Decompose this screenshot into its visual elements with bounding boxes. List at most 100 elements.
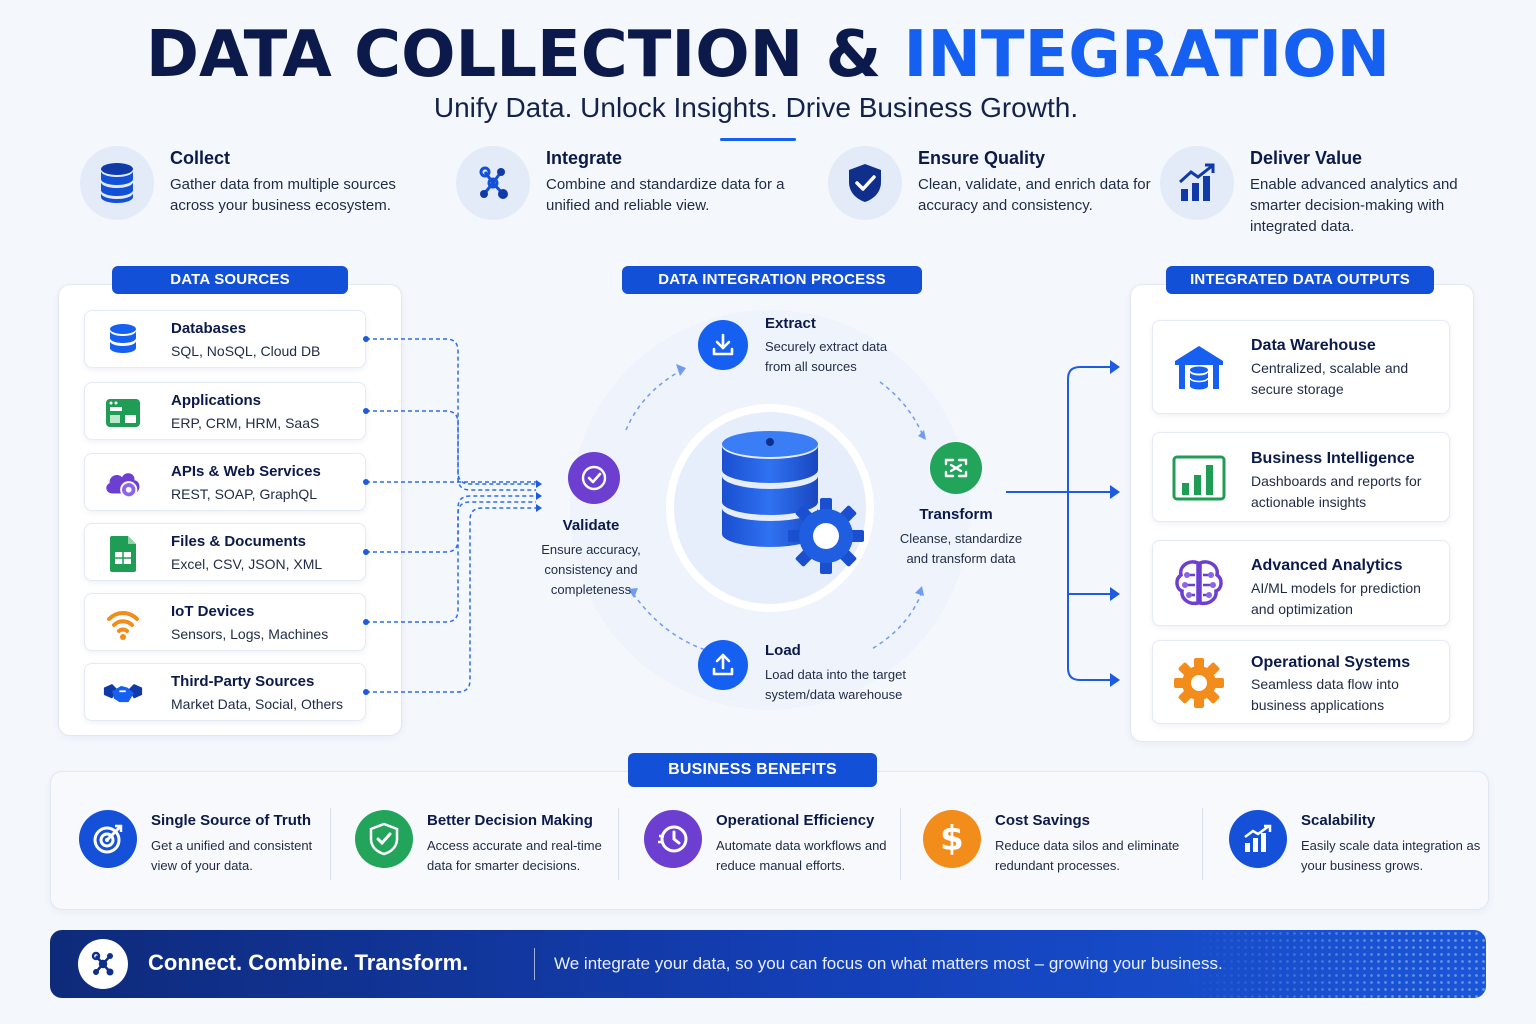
benefit-single-source: Single Source of Truth Get a unified and… xyxy=(79,808,329,888)
benefit-title: Single Source of Truth xyxy=(151,812,312,829)
output-title: Data Warehouse xyxy=(1251,337,1376,354)
benefit-title: Scalability xyxy=(1301,812,1376,829)
dollar-icon: $ xyxy=(923,810,981,868)
benefit-desc: Easily scale data integration as your bu… xyxy=(1301,838,1481,873)
wifi-signal-icon xyxy=(103,604,143,644)
process-label: DATA INTEGRATION PROCESS xyxy=(622,266,922,294)
target-icon xyxy=(79,810,137,868)
cloud-gear-icon xyxy=(103,464,143,504)
bar-chart-icon xyxy=(1171,450,1227,506)
pillar-title: Integrate xyxy=(546,148,623,168)
page-title: DATA COLLECTION & INTEGRATION xyxy=(0,18,1536,92)
benefit-operational-efficiency: Operational Efficiency Automate data wor… xyxy=(644,808,899,888)
source-title: Third-Party Sources xyxy=(171,673,315,690)
step-extract-desc: Securely extract data from all sources xyxy=(765,337,887,377)
pillar-title: Ensure Quality xyxy=(918,148,1046,168)
download-icon xyxy=(698,320,748,370)
source-title: Databases xyxy=(171,320,247,337)
network-nodes-icon xyxy=(78,939,128,989)
transform-icon xyxy=(930,442,982,494)
benefit-desc: Access accurate and real-time data for s… xyxy=(427,838,602,873)
pillar-deliver-value: Deliver Value Enable advanced analytics … xyxy=(1160,146,1520,246)
shield-check-icon xyxy=(828,146,902,220)
output-desc: AI/ML models for prediction and optimiza… xyxy=(1251,580,1421,617)
pillar-desc: Clean, validate, and enrich data for acc… xyxy=(918,176,1151,214)
growth-chart-icon xyxy=(1160,146,1234,220)
title-accent: INTEGRATION xyxy=(903,18,1391,92)
benefit-better-decisions: Better Decision Making Access accurate a… xyxy=(355,808,615,888)
output-card-operational-systems: Operational Systems Seamless data flow i… xyxy=(1152,640,1450,724)
footer-message: We integrate your data, so you can focus… xyxy=(554,954,1223,973)
step-desc-line: Cleanse, standardize xyxy=(899,531,1023,546)
step-desc-line: Securely extract data xyxy=(765,339,888,354)
step-validate-title: Validate xyxy=(562,517,620,534)
page-subtitle: Unify Data. Unlock Insights. Drive Busin… xyxy=(433,92,1079,123)
benefits-label: BUSINESS BENEFITS xyxy=(628,753,877,787)
pillar-integrate: Integrate Combine and standardize data f… xyxy=(456,146,816,246)
benefit-scalability: Scalability Easily scale data integratio… xyxy=(1229,808,1481,888)
step-desc-line: consistency and xyxy=(544,562,638,577)
benefit-title: Cost Savings xyxy=(995,812,1091,829)
benefit-divider xyxy=(330,808,331,880)
source-card-apis: APIs & Web Services REST, SOAP, GraphQL xyxy=(84,453,366,511)
source-desc: REST, SOAP, GraphQL xyxy=(171,486,318,502)
step-transform-title: Transform xyxy=(919,506,993,523)
source-card-databases: Databases SQL, NoSQL, Cloud DB xyxy=(84,310,366,368)
footer-dot-pattern xyxy=(1186,930,1486,998)
benefit-title: Better Decision Making xyxy=(427,812,593,829)
source-desc: ERP, CRM, HRM, SaaS xyxy=(171,415,320,431)
network-nodes-icon xyxy=(456,146,530,220)
source-title: Files & Documents xyxy=(171,533,307,550)
benefit-divider xyxy=(618,808,619,880)
output-desc: Seamless data flow into business applica… xyxy=(1251,676,1399,713)
app-window-icon xyxy=(103,393,143,433)
benefit-cost-savings: $ Cost Savings Reduce data silos and eli… xyxy=(923,808,1198,888)
pillar-collect: Collect Gather data from multiple source… xyxy=(80,146,440,246)
gear-icon xyxy=(1171,655,1227,711)
database-icon xyxy=(103,321,143,361)
central-database-icon xyxy=(722,431,864,574)
pillar-ensure-quality: Ensure Quality Clean, validate, and enri… xyxy=(828,146,1188,246)
warehouse-icon xyxy=(1171,339,1227,395)
source-desc: SQL, NoSQL, Cloud DB xyxy=(171,343,321,359)
benefit-divider xyxy=(900,808,901,880)
handshake-icon xyxy=(103,674,143,714)
footer-tagline: Connect. Combine. Transform. xyxy=(148,950,469,975)
pillar-desc: Combine and standardize data for a unifi… xyxy=(546,176,785,214)
database-icon xyxy=(80,146,154,220)
benefit-desc: Reduce data silos and eliminate redundan… xyxy=(995,838,1180,873)
validate-check-icon xyxy=(568,452,620,504)
benefit-divider xyxy=(1202,808,1203,880)
pillar-desc: Enable advanced analytics and smarter de… xyxy=(1250,176,1458,235)
step-load-title: Load xyxy=(765,642,801,659)
step-desc-line: from all sources xyxy=(765,359,857,374)
source-card-files: Files & Documents Excel, CSV, JSON, XML xyxy=(84,523,366,581)
source-card-third-party: Third-Party Sources Market Data, Social,… xyxy=(84,663,366,721)
pillar-desc: Gather data from multiple sources across… xyxy=(170,176,396,214)
output-card-advanced-analytics: Advanced Analytics AI/ML models for pred… xyxy=(1152,540,1450,626)
source-desc: Market Data, Social, Others xyxy=(171,696,343,712)
benefit-title: Operational Efficiency xyxy=(716,812,875,829)
source-title: APIs & Web Services xyxy=(171,463,321,480)
source-card-applications: Applications ERP, CRM, HRM, SaaS xyxy=(84,382,366,440)
growth-chart-icon xyxy=(1229,810,1287,868)
source-title: IoT Devices xyxy=(171,603,255,620)
output-title: Business Intelligence xyxy=(1251,450,1415,467)
step-desc-line: system/data warehouse xyxy=(765,687,903,702)
source-desc: Sensors, Logs, Machines xyxy=(171,626,329,642)
output-title: Operational Systems xyxy=(1251,654,1411,671)
shield-check-icon xyxy=(355,810,413,868)
output-card-business-intelligence: Business Intelligence Dashboards and rep… xyxy=(1152,432,1450,522)
footer-divider xyxy=(534,948,535,980)
output-card-data-warehouse: Data Warehouse Centralized, scalable and… xyxy=(1152,320,1450,414)
footer-banner: Connect. Combine. Transform. We integrat… xyxy=(50,930,1486,998)
source-desc: Excel, CSV, JSON, XML xyxy=(171,556,323,572)
output-desc: Dashboards and reports for actionable in… xyxy=(1251,473,1422,510)
source-title: Applications xyxy=(171,392,262,409)
step-desc-line: Ensure accuracy, xyxy=(541,542,641,557)
benefit-desc: Automate data workflows and reduce manua… xyxy=(716,838,887,873)
data-sources-label: DATA SOURCES xyxy=(112,266,348,294)
